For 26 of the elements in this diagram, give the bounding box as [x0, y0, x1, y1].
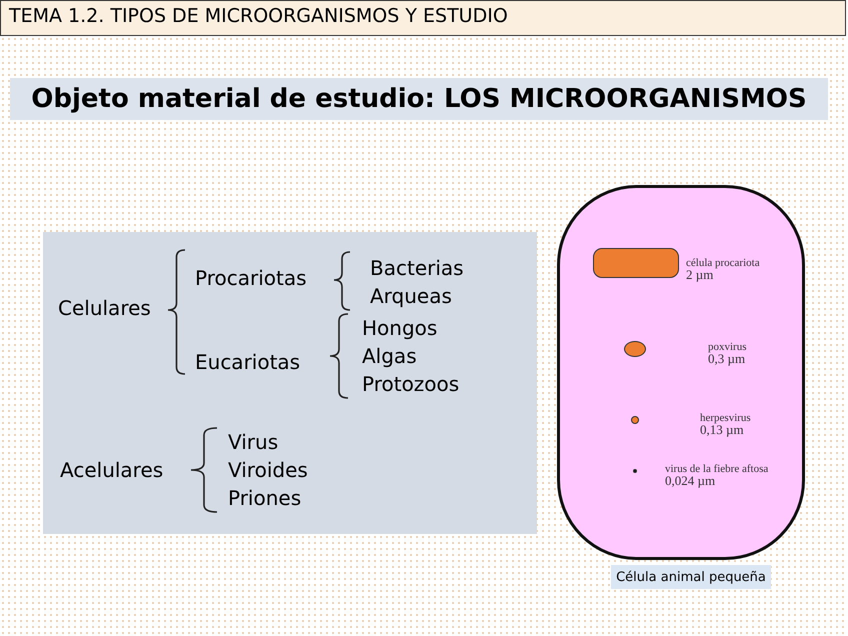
size-label: célula procariota 2 µm — [686, 257, 760, 281]
caption-box — [611, 565, 771, 589]
category-label: Priones — [228, 486, 302, 510]
banner-text: Objeto material de estudio: LOS MICROORGANISMOS — [31, 84, 807, 114]
category-label: Celulares — [58, 296, 151, 320]
title-banner — [10, 78, 828, 120]
size-label: herpesvirus 0,13 µm — [700, 412, 751, 436]
category-label: Acelulares — [60, 458, 164, 482]
category-label: Protozoos — [362, 372, 460, 396]
category-label: Algas — [362, 344, 417, 368]
category-label: Hongos — [362, 316, 438, 340]
title-bar: TEMA 1.2. TIPOS DE MICROORGANISMOS Y ESTUDIO — [0, 0, 846, 36]
cell-outline — [557, 185, 805, 560]
oval — [624, 341, 646, 357]
category-label: Viroides — [228, 458, 308, 482]
size-label: virus de la fiebre aftosa 0,024 µm — [665, 463, 768, 487]
small-circle — [631, 416, 639, 424]
category-label: Arqueas — [370, 284, 452, 308]
category-label: Procariotas — [195, 266, 307, 290]
caption-text: Célula animal pequeña — [616, 570, 766, 584]
dot — [633, 469, 637, 473]
size-label: poxvirus 0,3 µm — [708, 341, 746, 365]
classification-panel — [43, 232, 537, 534]
category-label: Virus — [228, 430, 278, 454]
category-label: Bacterias — [370, 256, 464, 280]
category-label: Eucariotas — [195, 350, 300, 374]
